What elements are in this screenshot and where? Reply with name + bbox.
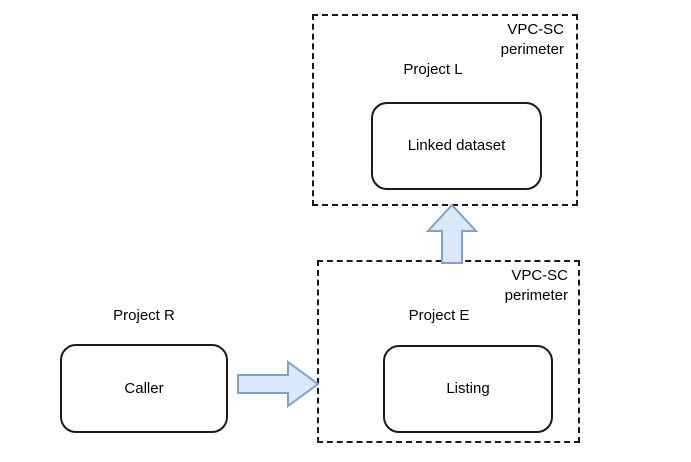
project-label-e: Project E [408, 307, 470, 324]
project-label-l: Project L [403, 61, 463, 78]
perimeter-label-project-e: VPC-SC perimeter [504, 267, 568, 304]
node-caller[interactable]: Caller [60, 344, 228, 433]
project-label-r: Project R [113, 307, 175, 324]
arrow-right-shape [237, 360, 320, 408]
arrow-up-icon [425, 203, 479, 264]
node-caller-label: Caller [124, 379, 164, 397]
node-listing-label: Listing [446, 380, 490, 397]
node-linked-dataset-label: Linked dataset [407, 137, 506, 154]
arrow-up-shape [425, 203, 479, 264]
perimeter-label-project-l: VPC-SC perimeter [500, 21, 564, 58]
node-listing[interactable]: Listing [383, 345, 553, 433]
node-linked-dataset[interactable]: Linked dataset [371, 102, 542, 190]
arrow-right-icon [237, 360, 320, 408]
vpc-sc-perimeter-project-l [312, 14, 578, 206]
